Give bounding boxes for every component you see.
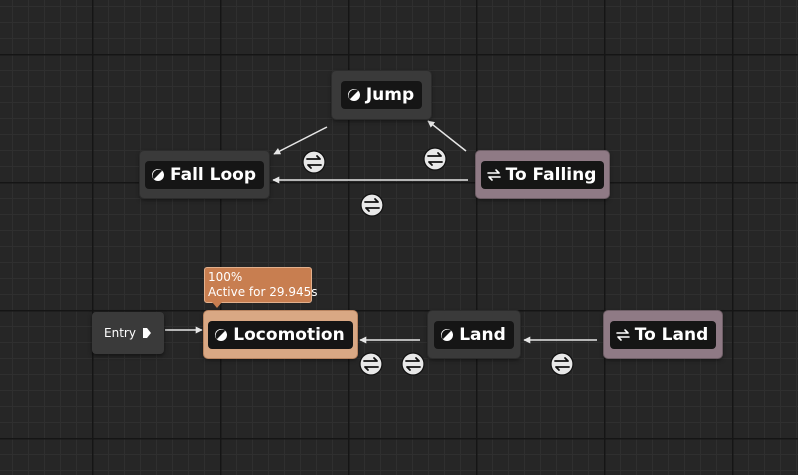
conduit-node-to-land[interactable]: To Land bbox=[604, 311, 722, 358]
state-icon bbox=[215, 328, 228, 341]
state-label-locomotion: Locomotion bbox=[233, 324, 345, 345]
state-title-plate: Fall Loop bbox=[144, 160, 265, 189]
transition-rule-icon[interactable] bbox=[302, 150, 326, 174]
conduit-node-to-falling[interactable]: To Falling bbox=[476, 151, 609, 198]
conduit-label-to-falling: To Falling bbox=[505, 164, 597, 185]
entry-pin-icon bbox=[142, 328, 151, 338]
tooltip-tail bbox=[212, 302, 222, 308]
state-icon bbox=[151, 168, 164, 181]
transition-rule-icon[interactable] bbox=[423, 147, 447, 171]
state-node-fall-loop[interactable]: Fall Loop bbox=[140, 151, 269, 198]
state-node-land[interactable]: Land bbox=[428, 311, 520, 358]
wire-jump-to-fall-loop bbox=[273, 126, 328, 155]
state-label-land: Land bbox=[459, 324, 506, 345]
state-node-jump[interactable]: Jump bbox=[332, 71, 431, 119]
state-icon bbox=[441, 328, 454, 341]
transition-rule-icon[interactable] bbox=[401, 352, 425, 376]
state-title-plate: Land bbox=[434, 320, 514, 349]
tooltip-active-time: Active for 29.945s bbox=[208, 285, 318, 299]
state-title-plate: Locomotion bbox=[208, 320, 353, 349]
conduit-title-plate: To Falling bbox=[480, 160, 605, 189]
conduit-label-to-land: To Land bbox=[634, 324, 709, 345]
wire-to-falling-to-jump bbox=[427, 120, 467, 152]
debug-tooltip: 100% Active for 29.945s bbox=[204, 267, 318, 303]
state-node-locomotion[interactable]: Locomotion bbox=[204, 311, 357, 358]
tooltip-weight: 100% bbox=[208, 270, 243, 284]
transition-rule-icon[interactable] bbox=[360, 193, 384, 217]
state-title-plate: Jump bbox=[340, 81, 423, 109]
conduit-icon bbox=[615, 328, 630, 341]
conduit-title-plate: To Land bbox=[609, 320, 717, 349]
transition-rule-icon[interactable] bbox=[359, 352, 383, 376]
state-label-jump: Jump bbox=[365, 85, 415, 105]
state-icon bbox=[347, 89, 360, 101]
state-label-fall-loop: Fall Loop bbox=[169, 164, 257, 185]
entry-node[interactable]: Entry bbox=[92, 312, 164, 354]
conduit-icon bbox=[486, 168, 501, 181]
entry-label: Entry bbox=[104, 326, 136, 340]
transition-rule-icon[interactable] bbox=[550, 352, 574, 376]
